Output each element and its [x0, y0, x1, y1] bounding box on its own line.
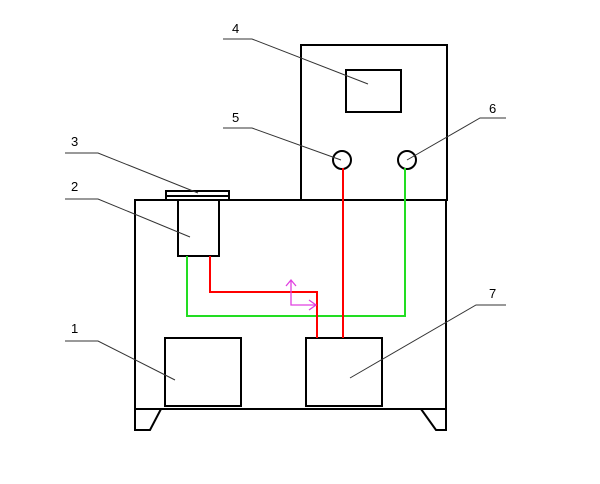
leader-6	[406, 117, 506, 161]
leader-7	[349, 304, 506, 379]
left-foot	[134, 408, 162, 431]
label-7: 7	[489, 286, 496, 301]
leader-1	[65, 340, 176, 381]
port-5	[332, 150, 352, 170]
control-panel	[300, 44, 448, 201]
label-1: 1	[71, 321, 78, 336]
red-line-a	[209, 256, 318, 338]
label-5: 5	[232, 110, 239, 125]
port-6	[397, 150, 417, 170]
right-foot	[420, 408, 447, 431]
leader-4	[223, 38, 369, 85]
green-line	[186, 168, 406, 317]
box-1	[164, 337, 242, 407]
display-screen-4	[345, 69, 402, 113]
label-4: 4	[232, 21, 239, 36]
leader-5	[223, 127, 342, 161]
container-2	[177, 199, 220, 257]
label-2: 2	[71, 179, 78, 194]
box-7	[305, 337, 383, 407]
flow-arrows	[285, 278, 318, 311]
main-cabinet	[134, 199, 447, 410]
leader-3	[65, 152, 199, 194]
label-6: 6	[489, 101, 496, 116]
label-3: 3	[71, 134, 78, 149]
leader-2	[65, 198, 191, 238]
